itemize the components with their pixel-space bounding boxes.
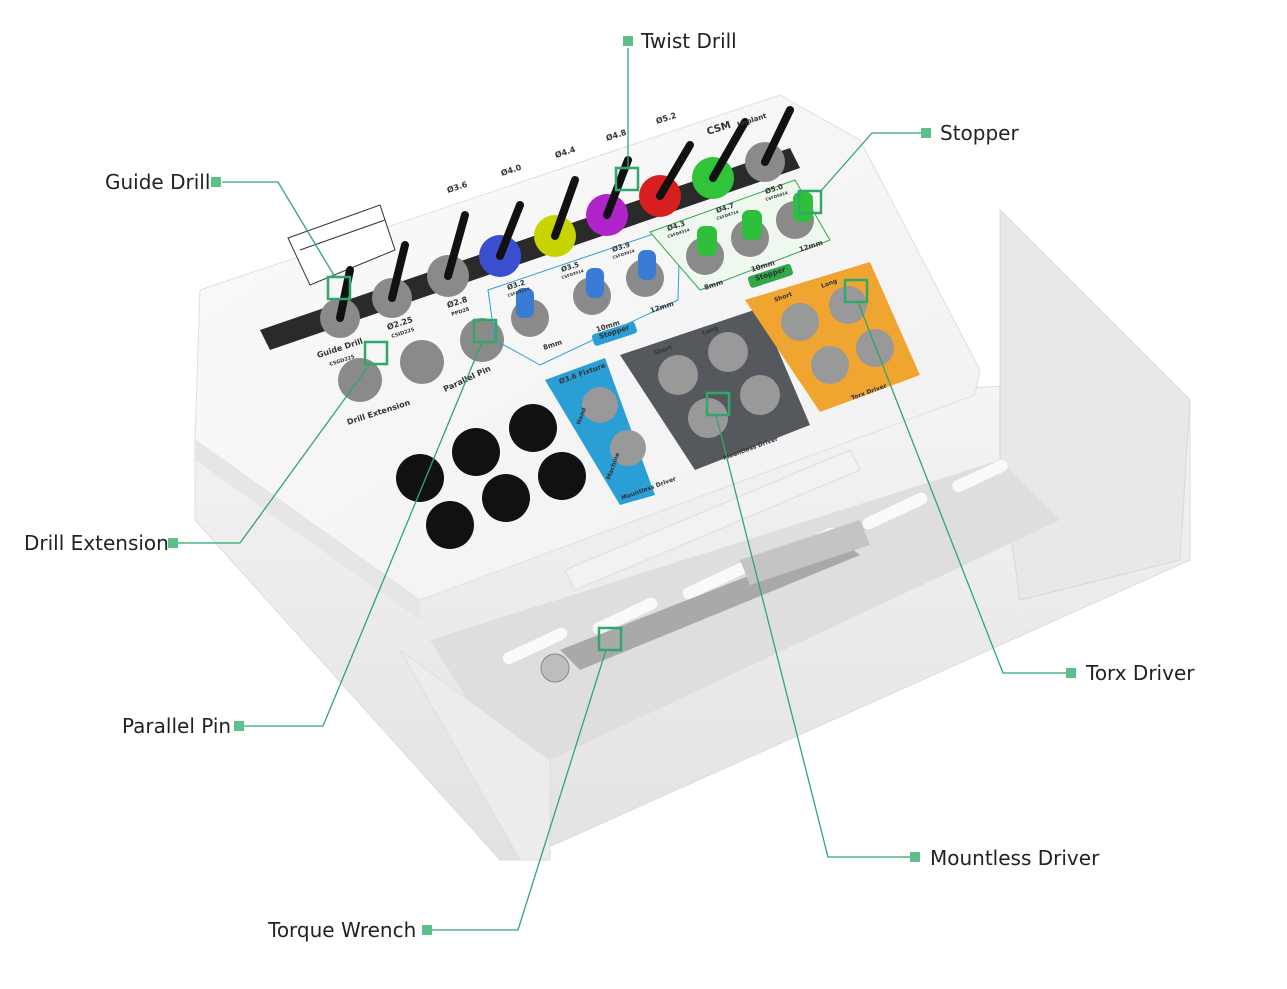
leader-guide-drill	[222, 181, 336, 278]
callout-torx-driver: Torx Driver	[1086, 661, 1195, 685]
svg-text:CSFD4314: CSFD4314	[667, 227, 691, 239]
svg-text:Ø4.8: Ø4.8	[605, 127, 628, 143]
target-guide-drill	[326, 275, 352, 301]
callout-parallel-pin: Parallel Pin	[122, 714, 232, 738]
svg-text:CSFD3214: CSFD3214	[507, 286, 531, 298]
svg-text:Ø4.0: Ø4.0	[500, 162, 523, 178]
svg-text:Ø4.4: Ø4.4	[554, 144, 577, 160]
leader-parallel-pin	[239, 341, 483, 727]
callout-twist-drill: Twist Drill	[641, 29, 737, 53]
leader-torque-wrench	[427, 649, 607, 931]
target-torque-wrench	[597, 626, 623, 652]
callout-markers	[168, 36, 1076, 935]
callout-drill-extension: Drill Extension	[24, 531, 169, 555]
drill-holders	[320, 106, 794, 338]
leader-torx-driver	[857, 301, 1071, 674]
svg-text:Ø3.6: Ø3.6	[446, 179, 469, 195]
leader-stopper	[819, 132, 926, 193]
callout-torque-wrench: Torque Wrench	[268, 918, 417, 942]
callout-stopper: Stopper	[940, 121, 1019, 145]
target-drill-extension	[363, 340, 389, 366]
target-mountless-driver	[705, 391, 731, 417]
target-parallel-pin	[472, 318, 498, 344]
svg-text:CSFD3514: CSFD3514	[561, 268, 585, 280]
target-torx-driver	[843, 278, 869, 304]
drill-gauge	[287, 204, 396, 286]
leader-mountless-driver	[715, 414, 915, 858]
blue-stopper-group: Ø3.2 Ø3.5 Ø3.9 CSFD3214 CSFD3514 CSFD391…	[487, 224, 681, 366]
callout-mountless-driver: Mountless Driver	[930, 846, 1100, 870]
svg-text:CSFD3914: CSFD3914	[612, 248, 636, 260]
torx-driver-panel: Short Long Torx Driver	[745, 262, 920, 412]
callout-guide-drill: Guide Drill	[105, 170, 211, 194]
svg-text:CSFD5014: CSFD5014	[765, 190, 789, 202]
svg-text:Ø5.2: Ø5.2	[655, 110, 678, 126]
leader-lines	[173, 48, 1071, 931]
svg-text:PPD28: PPD28	[451, 306, 471, 318]
empty-sockets	[396, 404, 586, 549]
svg-text:CSFD4714: CSFD4714	[716, 209, 740, 221]
torque-wrench	[540, 520, 870, 683]
instrument-plate: CSM Implant Ø3.6 Ø4.0 Ø4.4 Ø4.8 Ø5.2 Gui…	[194, 94, 981, 620]
target-stopper	[797, 189, 823, 215]
target-twist-drill	[614, 166, 640, 192]
green-stopper-group: Ø4.3 Ø4.7 Ø5.0 CSFD4314 CSFD4714 CSFD501…	[649, 179, 831, 292]
leader-drill-extension	[173, 363, 371, 544]
